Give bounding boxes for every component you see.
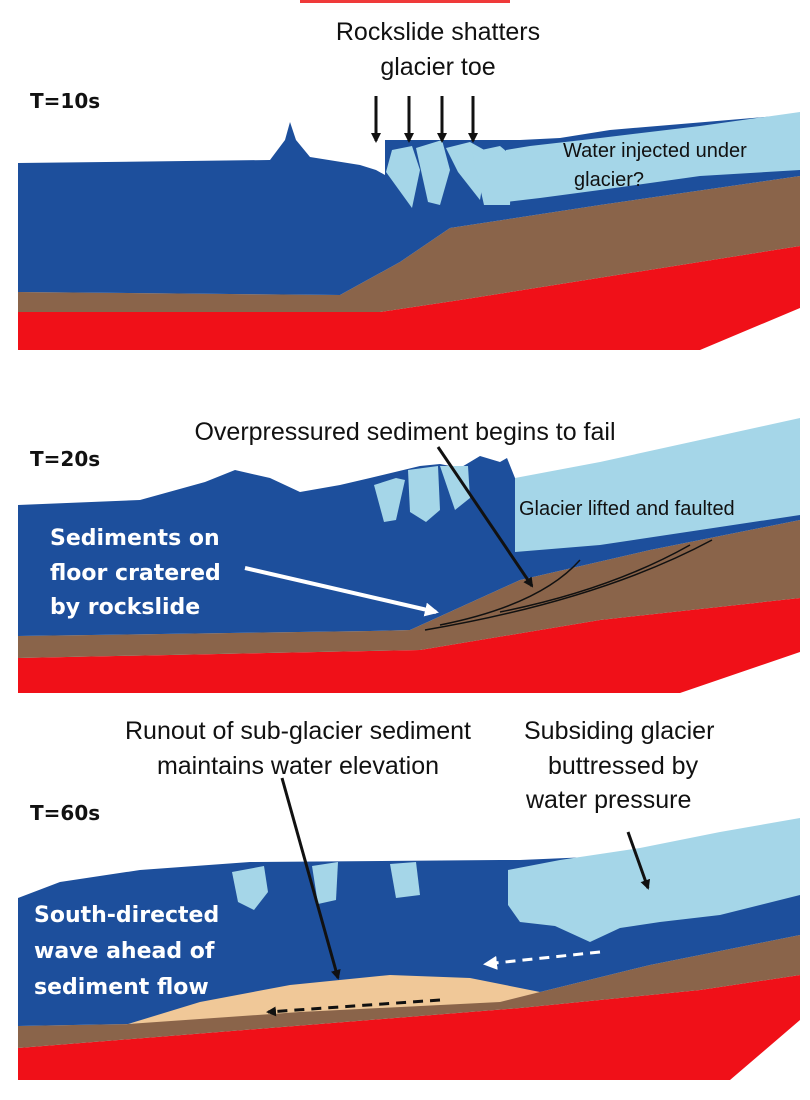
subside-line-3: water pressure <box>525 786 691 814</box>
fault-line <box>499 544 691 613</box>
sediment-layer <box>18 176 800 312</box>
ice-block <box>408 466 440 522</box>
time-label: T=10s <box>30 89 100 113</box>
ice-block <box>472 146 512 205</box>
crater-line-2: floor cratered <box>50 561 221 586</box>
runout-line-2: maintains water elevation <box>157 752 439 780</box>
ice-block <box>374 478 405 522</box>
fault-line <box>439 559 581 626</box>
ice-block <box>416 140 450 205</box>
glacier <box>508 818 800 942</box>
runout-line-1: Runout of sub-glacier sediment <box>125 717 471 745</box>
title-line-2: glacier toe <box>380 53 495 81</box>
panel-t20: T=20s Overpressured sediment begins to f… <box>18 418 800 693</box>
panel-t60: T=60s Runout of sub-glacier sediment mai… <box>18 717 800 1080</box>
backflow-arrow <box>483 950 601 970</box>
panel-t10: T=10s Rockslide shatters glacier toe Wat… <box>18 18 800 350</box>
wave-line-2: wave ahead of <box>34 939 215 964</box>
subside-line-2: buttressed by <box>548 752 699 780</box>
bedrock-layer <box>18 975 800 1080</box>
note-line-1: Water injected under <box>563 140 747 162</box>
top-red-strip <box>300 0 510 3</box>
crater-arrow <box>244 566 439 617</box>
note-line-2: glacier? <box>574 169 644 191</box>
title-line-1: Rockslide shatters <box>336 18 540 46</box>
subside-line-1: Subsiding glacier <box>524 717 714 745</box>
sediment-layer <box>18 520 800 658</box>
ice-block <box>440 466 470 510</box>
bedrock-layer <box>18 598 800 693</box>
ice-block <box>386 146 420 208</box>
sediment-runout <box>128 975 540 1024</box>
crater-line-3: by rockslide <box>50 595 200 620</box>
subside-arrow <box>626 831 651 890</box>
time-label: T=60s <box>30 801 100 825</box>
glacier-label: Glacier lifted and faulted <box>519 498 735 520</box>
failure-arrow <box>436 446 534 588</box>
sediment-flow-arrow <box>266 998 441 1017</box>
bedrock-layer <box>18 246 800 350</box>
glacier <box>506 112 800 202</box>
title: Overpressured sediment begins to fail <box>194 418 615 446</box>
ice-block <box>312 862 338 904</box>
sediment-layer <box>18 935 800 1048</box>
ice-block <box>390 862 420 898</box>
crater-line-1: Sediments on <box>50 526 220 551</box>
time-label: T=20s <box>30 447 100 471</box>
wave-line-3: sediment flow <box>34 975 209 1000</box>
fault-line <box>424 539 713 631</box>
glacier <box>515 418 800 552</box>
runout-arrow <box>280 777 341 980</box>
ice-block <box>232 866 268 910</box>
wave-line-1: South-directed <box>34 903 219 928</box>
